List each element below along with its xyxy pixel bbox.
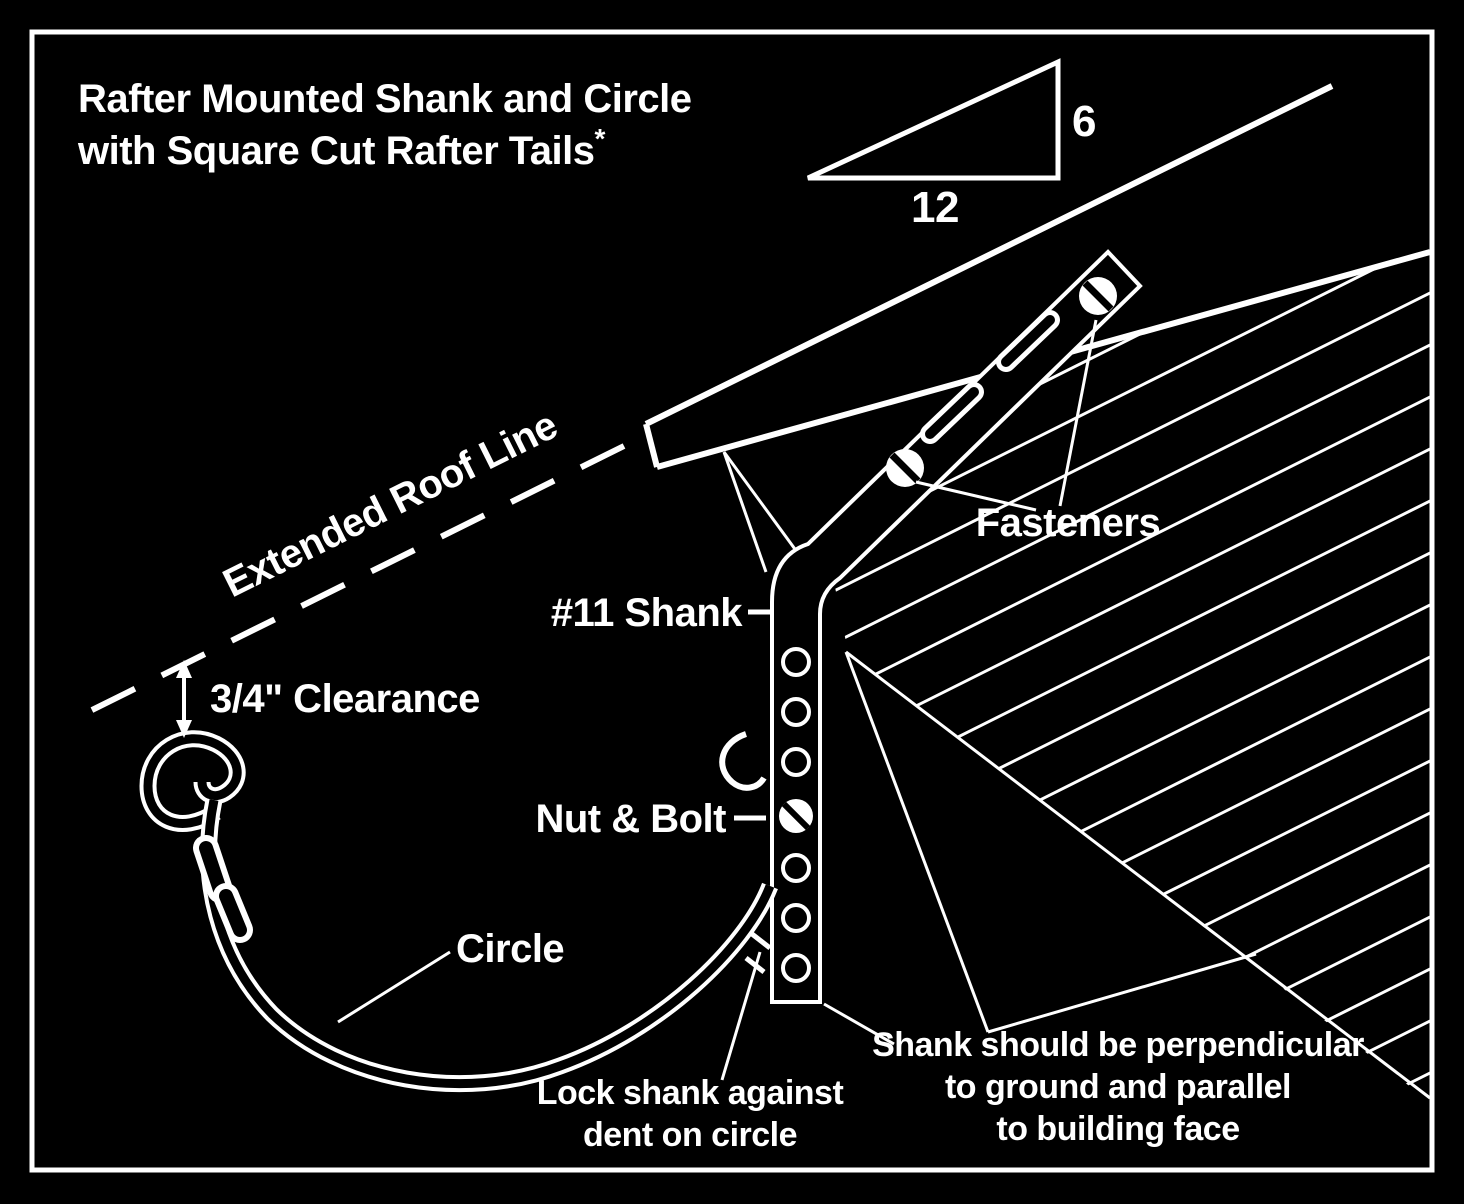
hook-clip [719, 731, 767, 791]
title-line1: Rafter Mounted Shank and Circle [78, 77, 691, 121]
perpendicular-note-line2: to ground and parallel [945, 1068, 1291, 1106]
pitch-triangle: 6 12 [806, 58, 1096, 232]
hatch-line [834, 568, 1430, 1022]
perpendicular-note-line1: Shank should be perpendicular [872, 1026, 1364, 1064]
strap-slot-2-inner [1001, 315, 1055, 367]
hatch-line [834, 256, 1430, 710]
extended-roof-dashed-line [78, 443, 626, 719]
rafter-bottom-edge [987, 952, 1257, 1034]
hatch-line [834, 412, 1430, 866]
shank-hole [781, 903, 811, 933]
rafter-tail-line-1 [722, 451, 802, 557]
title-asterisk: * [594, 123, 605, 154]
circle-label: Circle [456, 927, 564, 971]
pitch-triangle-shape [806, 58, 1061, 181]
arrow-down-icon [176, 720, 192, 738]
hatch-line [834, 932, 1430, 1102]
roof-top-line [644, 83, 1334, 427]
circle-clip-piece-inner [219, 889, 247, 937]
shank-label: #11 Shank [551, 591, 743, 635]
extended-roof-line-label: Extended Roof Line [216, 403, 564, 606]
lock-note-leader [720, 951, 762, 1081]
shank-strap-outline [770, 249, 1143, 1004]
strap-slot-1-inner [925, 387, 979, 439]
rafter-tail-line-2 [722, 451, 768, 573]
fascia-end-cap [643, 423, 660, 468]
lock-note-line1: Lock shank against [537, 1074, 844, 1112]
hatch-line [834, 252, 1430, 658]
circle-curl-inner [143, 734, 242, 828]
circle-dent-mark [750, 932, 772, 950]
lock-note-line2: dent on circle [583, 1116, 797, 1154]
roof-line [643, 83, 1431, 470]
lock-note-group: Lock shank against dent on circle [537, 951, 844, 1154]
hatch-line [834, 880, 1430, 1102]
perpendicular-note-group: Shank should be perpendicular to ground … [823, 1002, 1365, 1148]
shank-hole [781, 853, 811, 883]
gutter-circle [139, 730, 778, 1093]
hatch-line [834, 252, 1430, 502]
shank-hole [781, 697, 811, 727]
screw-slot-1 [889, 452, 921, 484]
rafter-left-edge [844, 651, 990, 1033]
screw-slot-2 [1082, 280, 1114, 312]
circle-label-group: Circle [337, 927, 565, 1024]
perpendicular-note-leader [823, 1002, 895, 1046]
fastener-screws [886, 277, 1117, 487]
rafter-triangle [844, 650, 1431, 1100]
shank-hole [781, 647, 811, 677]
shank-strap [770, 249, 1143, 1004]
strap-slots [920, 310, 1060, 444]
fasteners-label-group: Fasteners [915, 319, 1161, 545]
hatch-line [834, 252, 1430, 606]
fasteners-leader-2 [1058, 319, 1098, 507]
clearance-arrow: 3/4" Clearance [176, 660, 480, 738]
rafter-tail-wedge [722, 451, 802, 573]
hatch-line [834, 360, 1430, 814]
shank-holes [781, 647, 811, 983]
bolt-slot [781, 801, 811, 831]
arrow-up-icon [176, 660, 192, 678]
clearance-label: 3/4" Clearance [210, 677, 480, 721]
shank-hole [781, 747, 811, 777]
nut-bolt-label-group: Nut & Bolt [535, 797, 766, 841]
frame-border [29, 29, 1435, 1173]
shank-hole [781, 953, 811, 983]
fasteners-leader-1 [915, 480, 1037, 512]
extended-roof-line: Extended Roof Line [78, 403, 626, 719]
diagram-title: Rafter Mounted Shank and Circle with Squ… [77, 77, 692, 173]
perpendicular-note-line3: to building face [996, 1110, 1239, 1148]
nut-and-bolt [779, 799, 813, 833]
hatch-line [834, 620, 1430, 1074]
hatch-line [834, 464, 1430, 918]
circle-strip-inner [204, 799, 775, 1089]
circle-leader [337, 950, 451, 1024]
pitch-rise-label: 6 [1072, 97, 1096, 146]
fasteners-label: Fasteners [976, 501, 1160, 545]
circle-clip-piece-inner [199, 841, 227, 897]
hatch-line [834, 308, 1430, 762]
rafter-long-edge [845, 650, 1431, 1100]
nut-bolt-label: Nut & Bolt [535, 797, 726, 841]
pitch-run-label: 12 [911, 183, 959, 232]
hatch-line [834, 516, 1430, 970]
title-line2: with Square Cut Rafter Tails* [77, 123, 605, 173]
shank-label-group: #11 Shank [551, 591, 772, 635]
